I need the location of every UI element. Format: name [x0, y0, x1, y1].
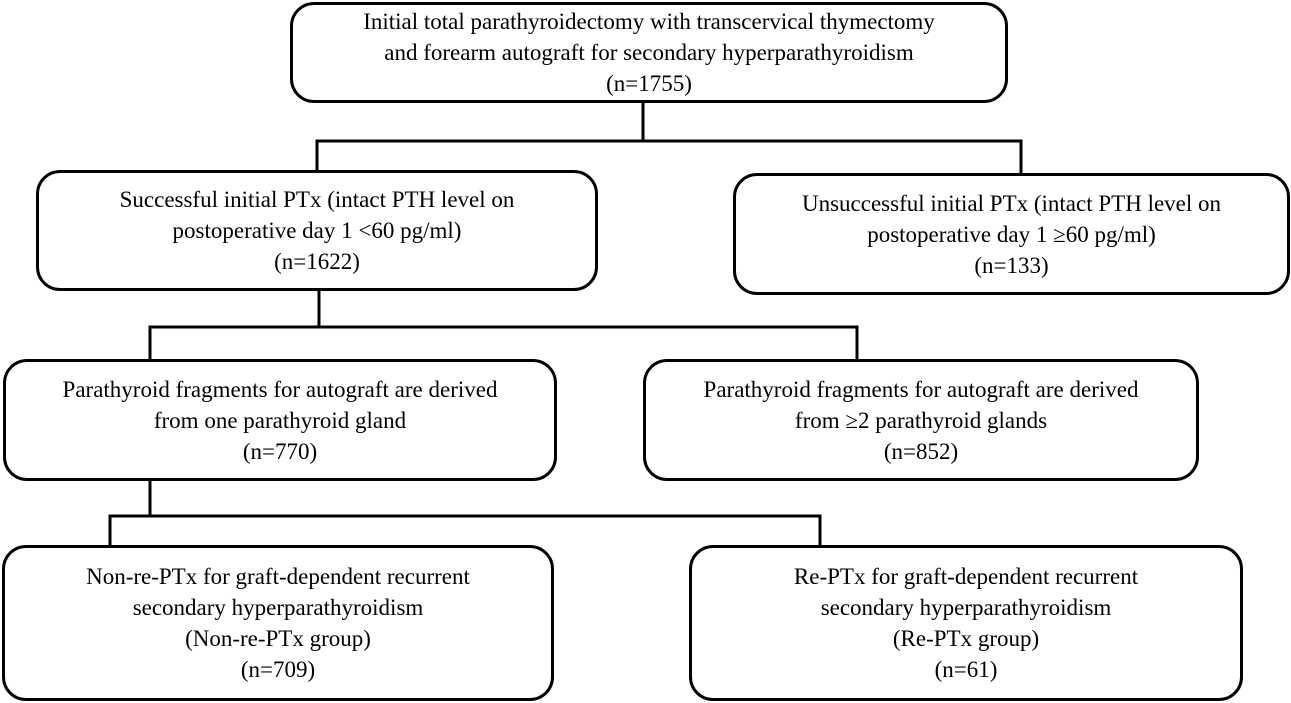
two-glands-line-1: Parathyroid fragments for autograft are … — [703, 376, 1139, 402]
initial-ptx-line-1: Initial total parathyroidectomy with tra… — [363, 9, 935, 34]
non-re-ptx-line-1: Non-re-PTx for graft-dependent recurrent — [86, 564, 470, 589]
successful-ptx-box: Successful initial PTx (intact PTH level… — [36, 170, 598, 291]
re-ptx-group-label: (Re-PTx group) — [892, 626, 1040, 651]
two-glands-count: (n=852) — [883, 438, 959, 464]
re-ptx-count: (n=61) — [934, 657, 998, 682]
non-re-ptx-group-label: (Non-re-PTx group) — [185, 626, 371, 651]
initial-ptx-count: (n=1755) — [606, 71, 692, 96]
successful-ptx-line-2: postoperative day 1 <60 pg/ml) — [172, 218, 462, 243]
unsuccessful-ptx-line-1: Unsuccessful initial PTx (intact PTH lev… — [801, 190, 1222, 216]
initial-ptx-line-2: and forearm autograft for secondary hype… — [384, 40, 914, 65]
initial-ptx-box: Initial total parathyroidectomy with tra… — [290, 2, 1008, 103]
re-ptx-line-2: secondary hyperparathyroidism — [820, 595, 1112, 620]
unsuccessful-ptx-box: Unsuccessful initial PTx (intact PTH lev… — [733, 173, 1290, 295]
successful-ptx-count: (n=1622) — [274, 249, 360, 274]
re-ptx-box: Re-PTx for graft-dependent recurrent sec… — [689, 545, 1243, 701]
non-re-ptx-count: (n=709) — [240, 657, 316, 682]
unsuccessful-ptx-line-2: postoperative day 1 ≥60 pg/ml) — [867, 221, 1156, 247]
one-gland-line-1: Parathyroid fragments for autograft are … — [62, 376, 498, 402]
two-glands-line-2: from ≥2 parathyroid glands — [794, 407, 1048, 433]
two-glands-box: Parathyroid fragments for autograft are … — [643, 359, 1199, 481]
one-gland-box: Parathyroid fragments for autograft are … — [3, 359, 557, 481]
one-gland-count: (n=770) — [242, 438, 318, 464]
non-re-ptx-box: Non-re-PTx for graft-dependent recurrent… — [2, 545, 554, 701]
one-gland-line-2: from one parathyroid gland — [153, 407, 407, 433]
non-re-ptx-line-2: secondary hyperparathyroidism — [132, 595, 424, 620]
successful-ptx-line-1: Successful initial PTx (intact PTH level… — [119, 187, 515, 212]
unsuccessful-ptx-count: (n=133) — [974, 252, 1049, 278]
re-ptx-line-1: Re-PTx for graft-dependent recurrent — [793, 564, 1139, 589]
